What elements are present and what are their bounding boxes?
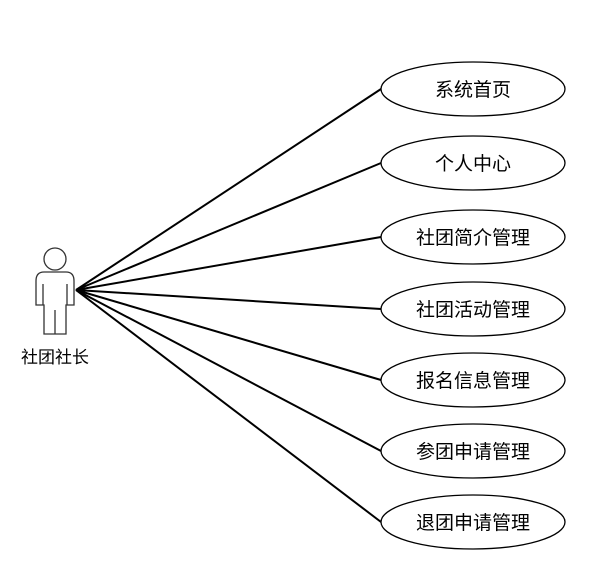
use-case-label: 退团申请管理 <box>416 512 530 534</box>
use-case-signup-info-management: 报名信息管理 <box>380 352 566 408</box>
association-line-join-application <box>75 289 382 452</box>
actor-label: 社团社长 <box>21 348 89 368</box>
use-case-ellipse <box>380 494 566 550</box>
use-case-ellipse <box>380 61 566 117</box>
use-case-personal-center: 个人中心 <box>380 135 566 191</box>
use-case-ellipse <box>380 352 566 408</box>
association-line-personal-center <box>75 162 382 291</box>
association-line-club-activity <box>75 289 382 310</box>
association-line-quit-application <box>75 289 382 523</box>
actor-body <box>35 271 75 335</box>
use-case-label: 个人中心 <box>435 153 511 175</box>
use-case-ellipse <box>380 281 566 337</box>
use-case-club-activity-management: 社团活动管理 <box>380 281 566 337</box>
use-case-quit-application-management: 退团申请管理 <box>380 494 566 550</box>
use-case-label: 报名信息管理 <box>416 370 530 392</box>
association-line-signup-info <box>75 289 382 381</box>
association-line-system-home <box>75 88 382 291</box>
association-line-club-intro <box>75 236 382 291</box>
use-case-ellipse <box>380 135 566 191</box>
use-case-label: 社团简介管理 <box>416 227 530 249</box>
use-case-ellipse <box>380 423 566 479</box>
actor-head <box>43 247 67 271</box>
use-case-club-intro-management: 社团简介管理 <box>380 209 566 265</box>
use-case-label: 社团活动管理 <box>416 299 530 321</box>
use-case-label: 参团申请管理 <box>416 441 530 463</box>
actor-club-president <box>35 247 75 335</box>
use-case-ellipse <box>380 209 566 265</box>
use-case-join-application-management: 参团申请管理 <box>380 423 566 479</box>
use-case-label: 系统首页 <box>435 79 511 101</box>
use-case-system-home: 系统首页 <box>380 61 566 117</box>
association-lines <box>75 88 382 523</box>
